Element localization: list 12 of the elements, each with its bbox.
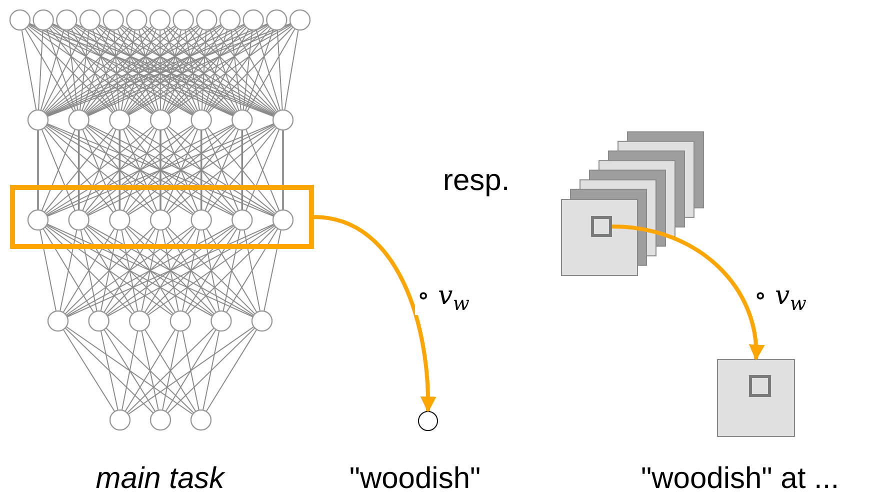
arrow bbox=[612, 224, 764, 361]
output-caption: "woodish" bbox=[349, 462, 481, 496]
region-square bbox=[591, 216, 612, 237]
output-caption: "woodish" at ... bbox=[640, 462, 840, 496]
side-label: resp. bbox=[443, 164, 510, 198]
output-neuron bbox=[418, 411, 438, 431]
region-square bbox=[749, 375, 771, 397]
caption: main task bbox=[96, 462, 224, 496]
arrow bbox=[314, 215, 436, 413]
highlight-box bbox=[10, 185, 314, 249]
output-map bbox=[717, 359, 795, 437]
feature-map bbox=[561, 199, 638, 276]
